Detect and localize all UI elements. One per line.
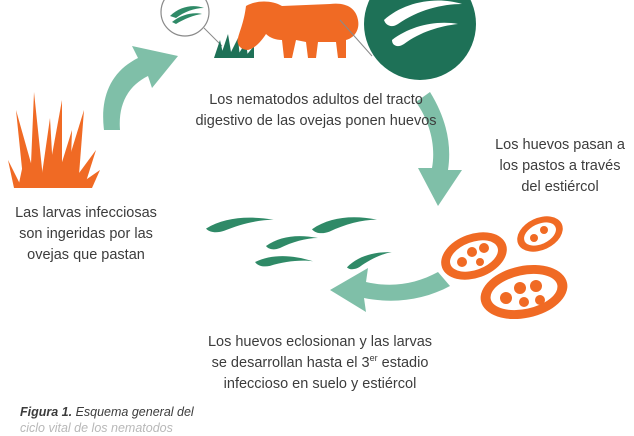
label-adults: Los nematodos adultos del tracto digesti… [186, 90, 446, 132]
label-hatch-line3: infeccioso en suelo y estiércol [223, 376, 417, 392]
eggs-icon [441, 216, 568, 320]
label-hatch-line2-end: estadio [377, 355, 429, 371]
caption-label: Figura 1. [20, 405, 73, 419]
caption-continuation: ciclo vital de los nematodos [20, 421, 173, 435]
arrow-hatching [330, 268, 450, 312]
magnified-larva-icon [160, 0, 223, 47]
arrow-excretion [416, 92, 462, 206]
label-hatch: Los huevos eclosionan y las larvas se de… [180, 332, 460, 395]
label-hatch-ordinal: er [369, 353, 378, 364]
label-ingest-line2: son ingeridas por las [19, 226, 153, 242]
label-hatch-line2-start: se desarrollan hasta el 3 [211, 355, 370, 371]
sheep-icon [237, 1, 359, 58]
pasture-grass-icon [8, 92, 100, 188]
label-adults-line1: Los nematodos adultos del tracto [209, 92, 423, 108]
label-eggs-line3: del estiércol [521, 179, 599, 195]
figure-caption: Figura 1. Esquema general del ciclo vita… [20, 404, 220, 436]
label-eggs: Los huevos pasan a los pastos a través d… [490, 135, 630, 198]
label-ingest-line3: ovejas que pastan [27, 247, 145, 263]
larvae-icon [206, 217, 394, 273]
label-eggs-line2: los pastos a través [499, 158, 621, 174]
label-ingest-line1: Las larvas infecciosas [15, 205, 157, 221]
label-eggs-line1: Los huevos pasan a [495, 137, 625, 153]
label-ingest: Las larvas infecciosas son ingeridas por… [4, 203, 168, 266]
magnified-nematode-icon [339, 0, 476, 80]
caption-text: Esquema general del [72, 405, 194, 419]
label-adults-line2: digestivo de las ovejas ponen huevos [195, 113, 437, 129]
label-hatch-line1: Los huevos eclosionan y las larvas [207, 334, 433, 350]
label-hatch-line2: se desarrollan hasta el 3er estadio [180, 353, 460, 374]
arrow-ingestion [103, 46, 178, 130]
